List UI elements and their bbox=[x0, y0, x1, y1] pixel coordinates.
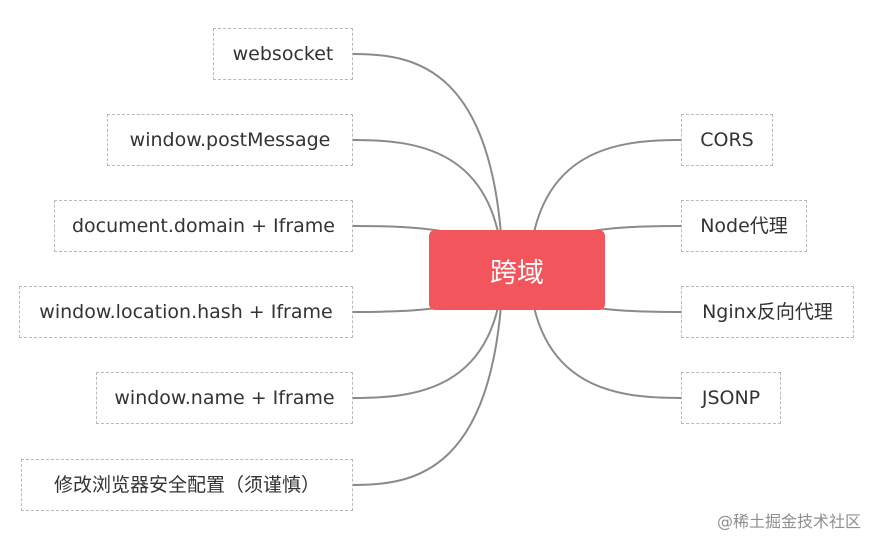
node-label: CORS bbox=[700, 128, 754, 151]
connector-left-4 bbox=[352, 269, 504, 399]
node-label: 修改浏览器安全配置（须谨慎） bbox=[53, 473, 320, 496]
node-label: Node代理 bbox=[700, 214, 788, 237]
node-label: window.postMessage bbox=[129, 128, 331, 151]
node-label: window.location.hash + Iframe bbox=[39, 300, 333, 323]
node-label: websocket bbox=[232, 42, 334, 65]
node-node-proxy: Node代理 bbox=[681, 200, 807, 252]
center-node: 跨域 bbox=[429, 230, 605, 310]
connector-left-5 bbox=[352, 269, 504, 486]
node-label: window.name + Iframe bbox=[114, 386, 335, 409]
connector-right-0 bbox=[528, 139, 682, 271]
node-websocket: websocket bbox=[213, 28, 353, 80]
node-jsonp: JSONP bbox=[681, 372, 781, 424]
node-window-name-iframe: window.name + Iframe bbox=[96, 372, 353, 424]
connector-right-3 bbox=[528, 269, 682, 399]
node-document-domain-iframe: document.domain + Iframe bbox=[54, 200, 353, 252]
node-label: document.domain + Iframe bbox=[71, 214, 335, 237]
center-label: 跨域 bbox=[490, 257, 544, 289]
node-cors: CORS bbox=[681, 114, 773, 166]
node-label: Nginx反向代理 bbox=[702, 300, 833, 323]
node-browser-security-config: 修改浏览器安全配置（须谨慎） bbox=[21, 459, 353, 511]
node-window-postmessage: window.postMessage bbox=[107, 114, 353, 166]
node-window-location-hash-iframe: window.location.hash + Iframe bbox=[19, 286, 353, 338]
connector-left-0 bbox=[352, 53, 504, 271]
connector-left-1 bbox=[352, 139, 504, 271]
watermark: @稀土掘金技术社区 bbox=[716, 512, 861, 531]
node-nginx-reverse-proxy: Nginx反向代理 bbox=[681, 286, 854, 338]
node-label: JSONP bbox=[701, 386, 761, 409]
